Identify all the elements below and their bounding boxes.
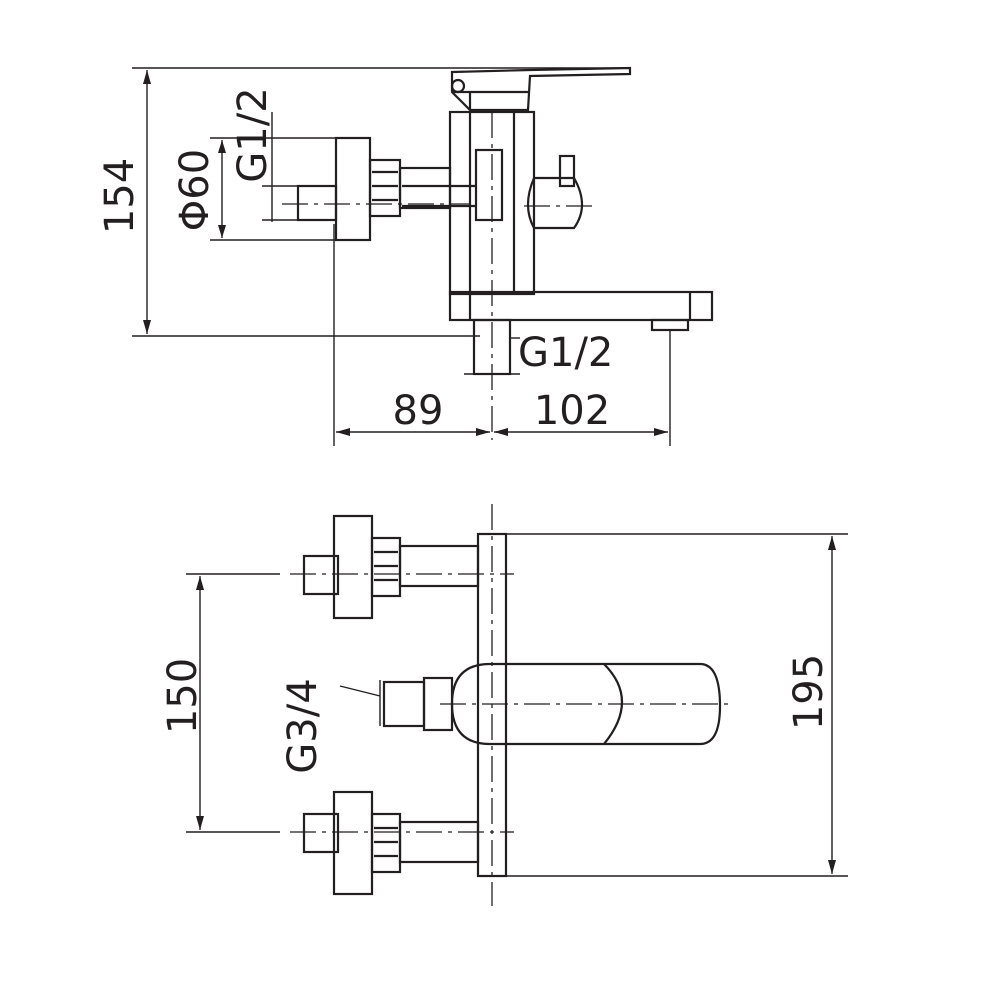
dimension-inlet-thread: G1/2	[230, 87, 300, 222]
dimension-150-label: 150	[160, 658, 206, 734]
dimension-195: 195	[500, 533, 848, 877]
top-view: 195 150 G3/4	[160, 504, 848, 906]
lever-handle-side	[450, 66, 632, 112]
dimension-outlet-thread-label: G1/2	[518, 330, 613, 376]
mixer-body-top	[476, 504, 508, 906]
mixer-body-side	[402, 110, 536, 296]
dimension-195-label: 195	[786, 654, 832, 730]
dimension-102-label: 102	[534, 388, 610, 434]
dimension-154-label: 154	[97, 158, 143, 234]
dimension-89-102: 89 102	[333, 224, 671, 446]
dimension-inlet-thread-label: G1/2	[230, 87, 276, 182]
bottom-outlet-side: G1/2	[464, 318, 613, 376]
dimension-g34-label: G3/4	[280, 678, 326, 773]
dimension-phi60: Φ60	[172, 137, 338, 241]
upper-inlet-connector-top	[290, 514, 514, 620]
lower-inlet-connector-top	[290, 790, 514, 896]
side-view: 154 Φ60 G1/2	[97, 66, 714, 446]
dimension-150: 150	[160, 573, 280, 833]
dimension-phi60-label: Φ60	[172, 149, 218, 231]
inlet-connector-side	[282, 136, 470, 242]
diverter-knob-side	[524, 154, 596, 230]
dimension-89-label: 89	[393, 388, 444, 434]
spout-top	[382, 662, 730, 746]
spout-side	[448, 290, 714, 332]
dimension-154: 154	[97, 67, 630, 337]
dimension-g34: G3/4	[280, 678, 381, 774]
